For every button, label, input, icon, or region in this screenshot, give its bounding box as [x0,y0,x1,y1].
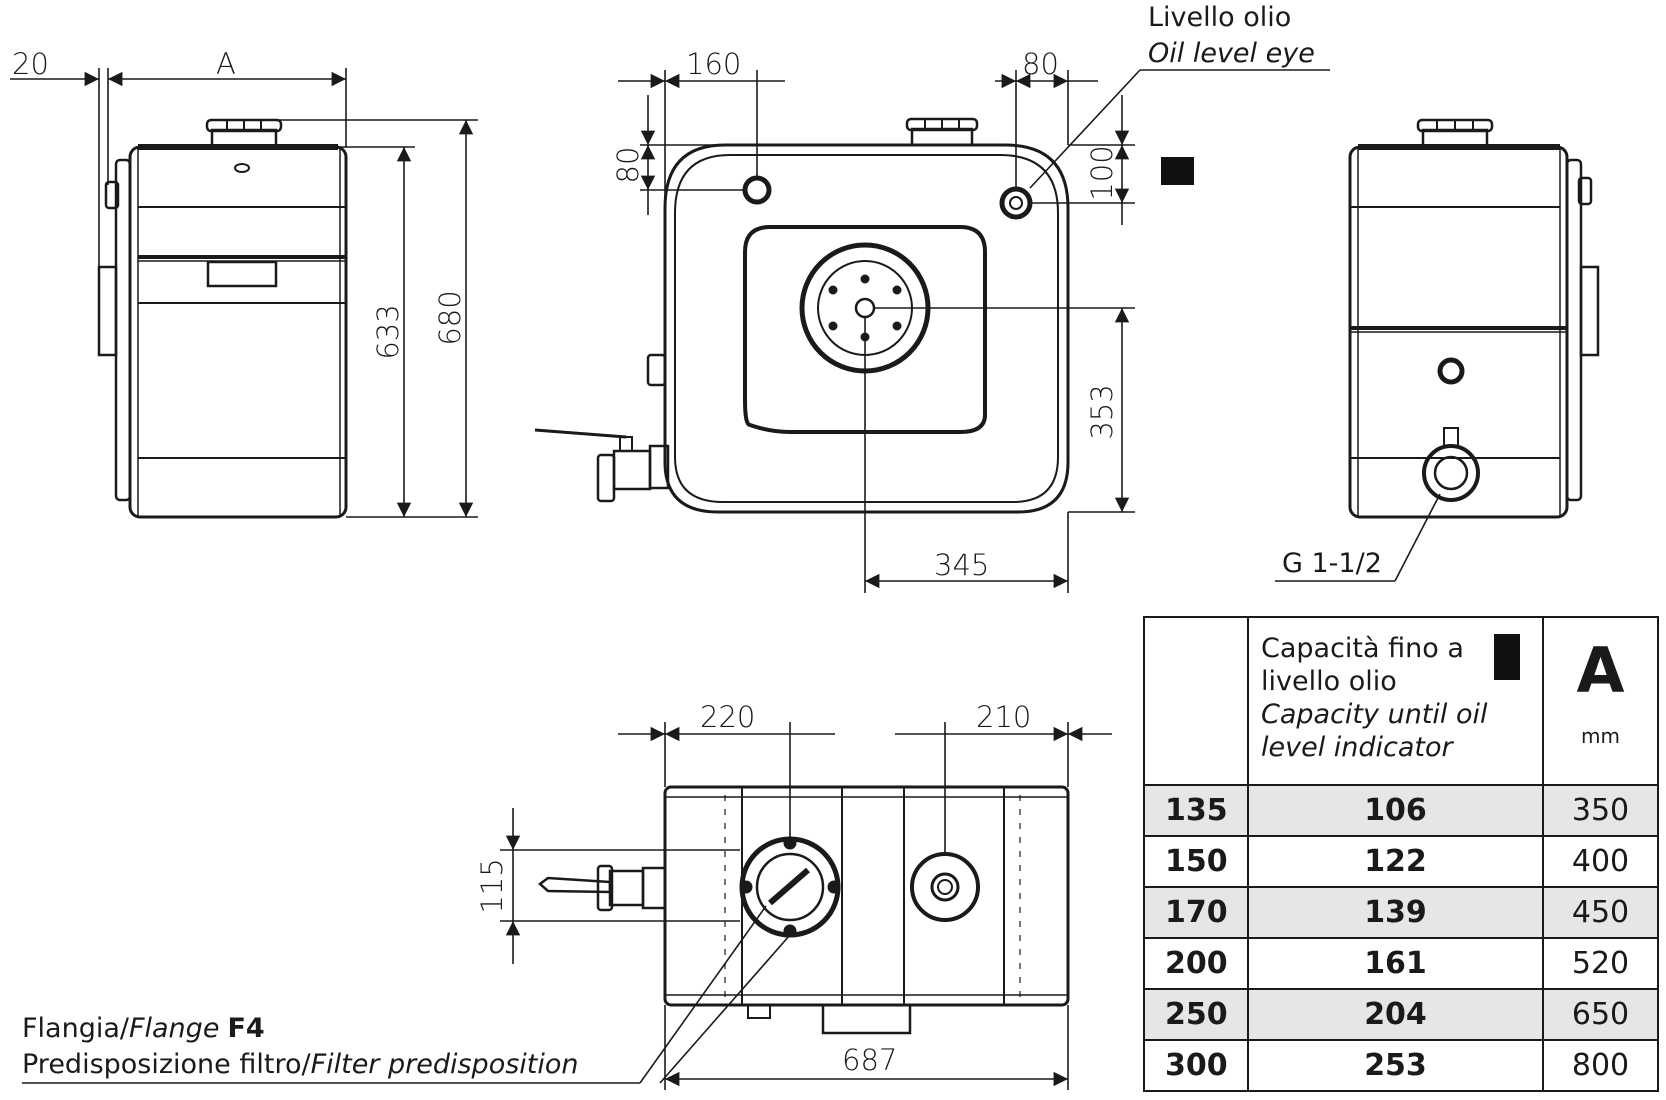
oil-level-marker [1161,157,1194,185]
capacity-cell: 139 [1247,886,1544,939]
flange-label-it: Flangia/ [22,1013,130,1044]
model-cell: 250 [1143,988,1249,1041]
thread-label: G 1-1/2 [1282,548,1382,579]
header-a-letter: A [1576,634,1625,707]
flange-label-en: Flange [129,1013,219,1044]
model-cell: 135 [1143,784,1249,837]
header-capacity-en-2: level indicator [1261,732,1453,763]
top-view-dimensions [500,722,1112,1090]
table-row: 150 122 400 [1143,835,1659,888]
dim-80-left-label: 80 [611,147,645,184]
dim-687-label: 687 [842,1043,897,1077]
left-side-view [97,118,348,519]
capacity-cell: 204 [1247,988,1544,1041]
a-cell: 450 [1542,886,1659,939]
filter-label: Predisposizione filtro/Filter predisposi… [22,1049,579,1080]
model-cell: 150 [1143,835,1249,888]
a-cell: 800 [1542,1039,1659,1092]
header-capacity-cell: Capacità fino a livello olio Capacity un… [1247,616,1544,786]
table-row: 170 139 450 [1143,886,1659,939]
flange-label: Flangia/Flange F4 [22,1013,265,1044]
dim-20-label: 20 [12,47,49,81]
header-a-cell: A mm [1542,616,1659,786]
left-view-dimensions [10,68,478,518]
model-cell: 170 [1143,886,1249,939]
dim-680-label: 680 [433,290,467,345]
model-cell: 200 [1143,937,1249,990]
dim-a-label: A [216,47,236,81]
front-view-dimensions [618,69,1330,593]
dim-220-label: 220 [700,700,755,734]
oil-level-label-it: Livello olio [1148,2,1291,33]
dim-345-label: 345 [934,548,989,582]
table-row: 135 106 350 [1143,784,1659,837]
header-capacity-it-1: Capacità fino a [1261,633,1464,664]
table-row: 200 161 520 [1143,937,1659,990]
flange-code: F4 [227,1013,264,1044]
header-capacity-it-2: livello olio [1261,666,1397,697]
capacity-cell: 106 [1247,784,1544,837]
table-header-row: Capacità fino a livello olio Capacity un… [1143,616,1659,786]
table-row: 300 253 800 [1143,1039,1659,1092]
capacity-cell: 253 [1247,1039,1544,1092]
dim-115-label: 115 [475,858,509,913]
header-model-cell [1143,616,1249,786]
dim-80-top-label: 80 [1022,47,1059,81]
model-cell: 300 [1143,1039,1249,1092]
header-a-unit: mm [1581,724,1620,748]
table-row: 250 204 650 [1143,988,1659,1041]
capacity-cell: 122 [1247,835,1544,888]
dim-160-label: 160 [686,47,741,81]
a-cell: 520 [1542,937,1659,990]
a-cell: 400 [1542,835,1659,888]
dim-100-label: 100 [1085,145,1119,200]
right-side-view [1348,118,1600,519]
capacity-cell: 161 [1247,937,1544,990]
filter-label-en: Filter predisposition [311,1049,579,1080]
dim-210-label: 210 [976,700,1031,734]
filter-label-it: Predisposizione filtro/ [22,1049,311,1080]
oil-level-label-en: Oil level eye [1148,38,1315,69]
dim-353-label: 353 [1085,384,1119,439]
a-cell: 350 [1542,784,1659,837]
thread-leader [1275,493,1441,582]
capacity-table: Capacità fino a livello olio Capacity un… [1143,616,1659,1092]
a-cell: 650 [1542,988,1659,1041]
oil-level-square-icon [1494,634,1520,680]
dim-633-label: 633 [371,304,405,359]
header-capacity-en-1: Capacity until oil [1261,699,1488,730]
top-view [538,785,1070,1035]
